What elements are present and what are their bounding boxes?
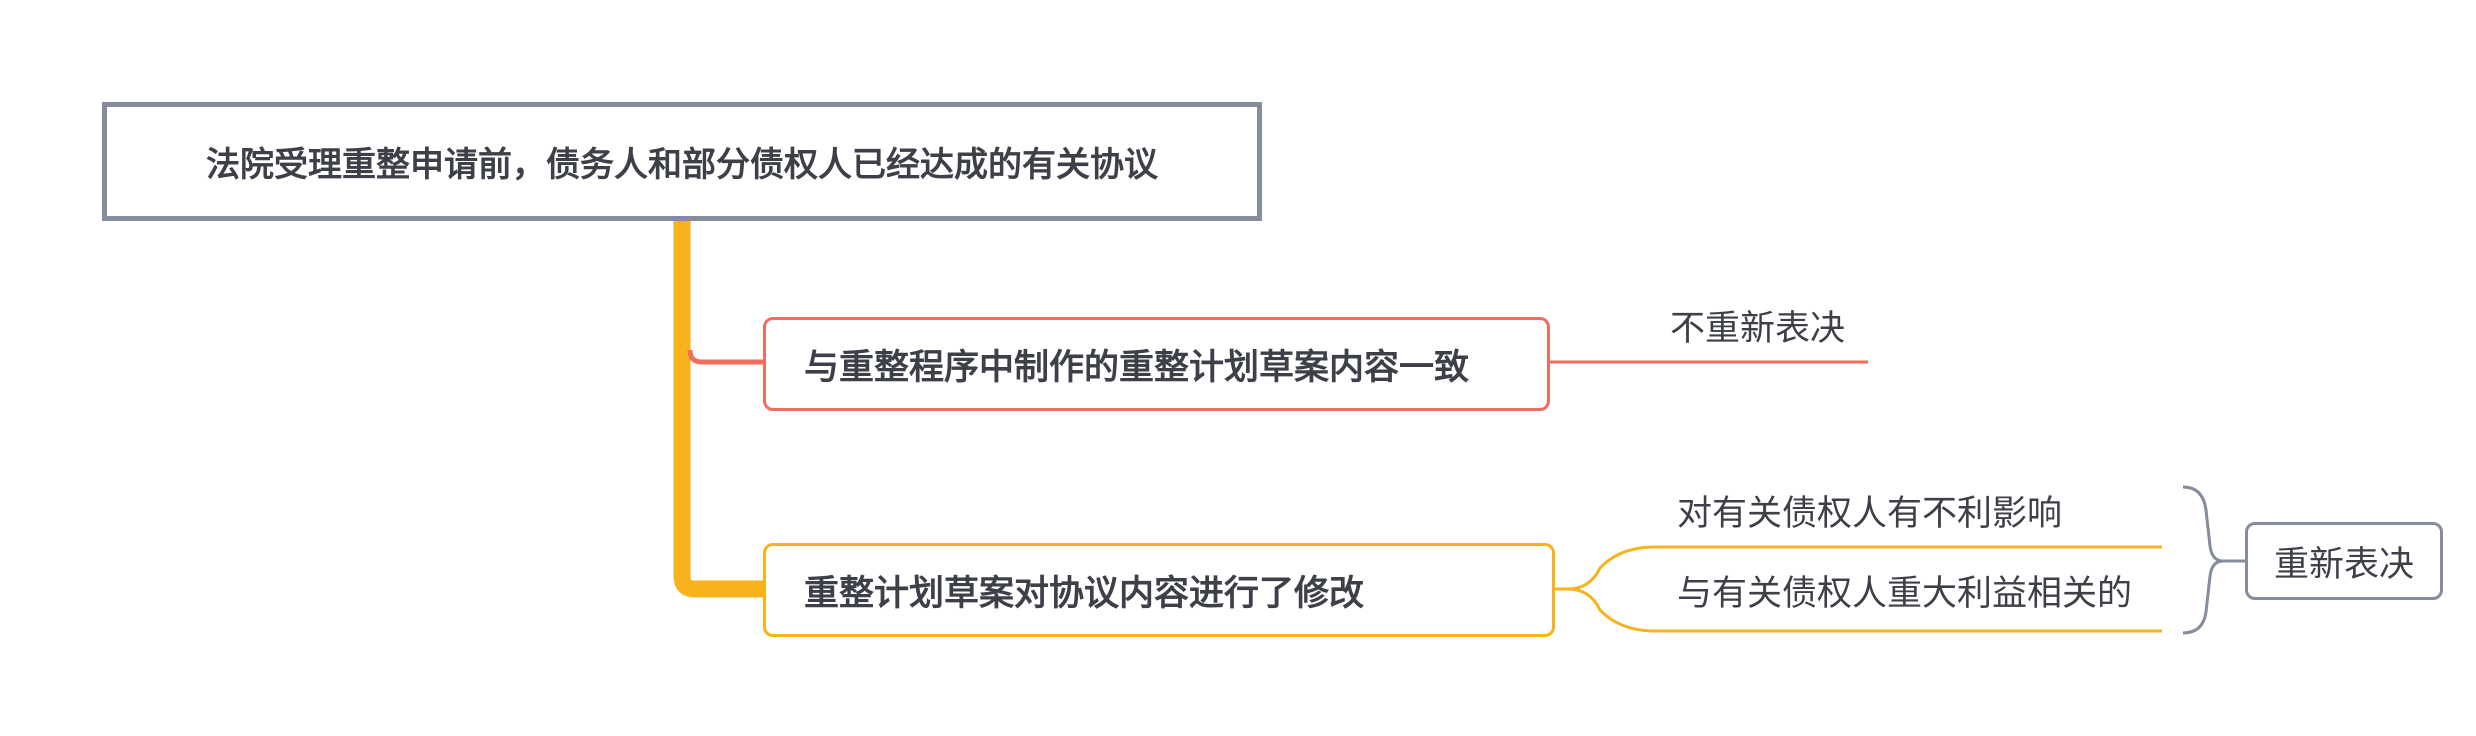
summary-topic-label: 重新表决 bbox=[2273, 544, 2414, 585]
summary-bracket bbox=[2182, 485, 2224, 635]
root-topic-label: 法院受理重整申请前，债务人和部分债权人已经达成的有关协议 bbox=[206, 145, 1158, 185]
branch-topic-label: 与重整程序中制作的重整计划草案内容一致 bbox=[804, 347, 1470, 388]
branch-1-connector bbox=[687, 349, 763, 365]
subtopic-no-revote[interactable]: 不重新表决 bbox=[1670, 309, 1846, 349]
subtopic-major-interest[interactable]: 与有关债权人重大利益相关的 bbox=[1677, 574, 2133, 614]
trunk-connector bbox=[673, 221, 763, 598]
leaf-2a-connector bbox=[1555, 545, 2162, 591]
leaf-2b-connector bbox=[1567, 587, 2162, 633]
branch-topic-label: 重整计划草案对协议内容进行了修改 bbox=[804, 573, 1365, 614]
root-topic[interactable]: 法院受理重整申请前，债务人和部分债权人已经达成的有关协议 bbox=[102, 102, 1262, 221]
branch-topic-modified[interactable]: 重整计划草案对协议内容进行了修改 bbox=[763, 543, 1555, 637]
subtopic-adverse-effect[interactable]: 对有关债权人有不利影响 bbox=[1677, 494, 2063, 534]
branch-topic-consistent[interactable]: 与重整程序中制作的重整计划草案内容一致 bbox=[763, 317, 1550, 411]
summary-topic-revote[interactable]: 重新表决 bbox=[2245, 522, 2443, 600]
